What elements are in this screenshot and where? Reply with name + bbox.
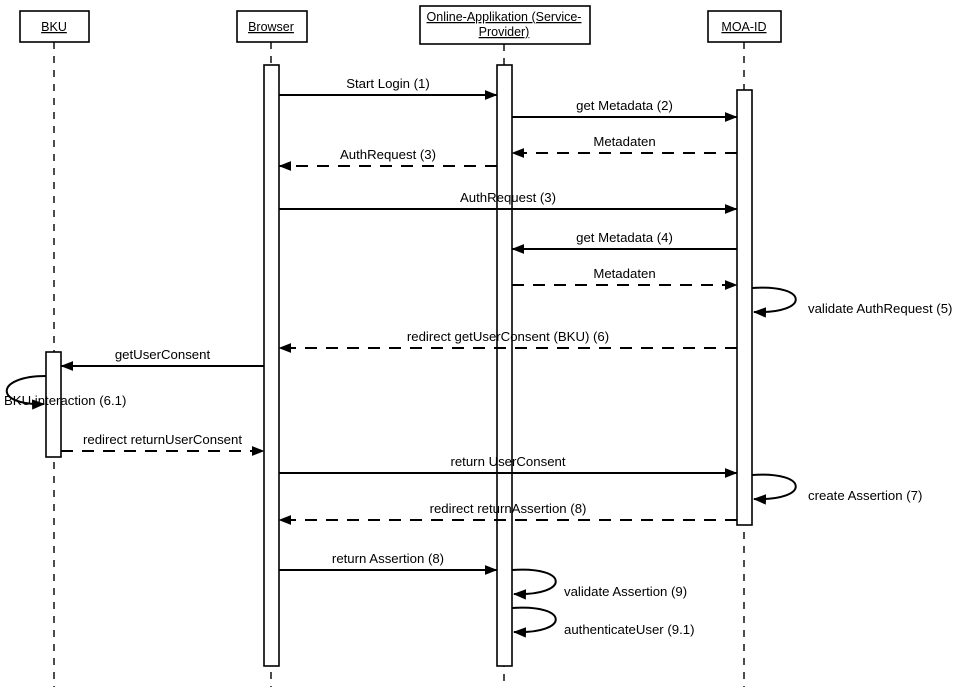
self-loop-arrow-3	[751, 473, 797, 505]
self-message-label-2: BKU interaction (6.1)	[4, 393, 126, 408]
lifeline-label-sp: Online-Applikation (Service-Provider)	[427, 10, 582, 39]
message-label-3: Metadaten	[593, 134, 655, 149]
self-message-label-4: validate Assertion (9)	[564, 584, 687, 599]
message-label-4: AuthRequest (3)	[340, 147, 436, 162]
message-label-8: redirect getUserConsent (BKU) (6)	[407, 329, 609, 344]
message-5[interactable]: AuthRequest (3)	[279, 190, 738, 214]
activation-bar-moaid[interactable]	[736, 89, 753, 526]
activations-layer	[45, 64, 753, 667]
lifeline-label-bku: BKU	[41, 20, 67, 34]
message-2[interactable]: get Metadata (2)	[512, 98, 738, 122]
message-6[interactable]: get Metadata (4)	[511, 230, 737, 254]
message-7[interactable]: Metadaten	[512, 266, 738, 290]
message-label-2: get Metadata (2)	[576, 98, 673, 113]
self-message-label-1: validate AuthRequest (5)	[808, 301, 952, 316]
self-message-label-5: authenticateUser (9.1)	[564, 622, 694, 637]
self-loop-arrow-1	[751, 286, 797, 318]
message-label-11: return UserConsent	[450, 454, 565, 469]
message-label-5: AuthRequest (3)	[460, 190, 556, 205]
lifeline-box-browser[interactable]	[236, 10, 308, 43]
activation-bar-sp[interactable]	[496, 64, 513, 667]
self-loop-arrow-5	[511, 606, 557, 638]
self-loop-arrow-2	[5, 375, 47, 410]
message-12[interactable]: redirect returnAssertion (8)	[278, 501, 737, 525]
message-13[interactable]: return Assertion (8)	[279, 551, 498, 575]
message-label-13: return Assertion (8)	[332, 551, 444, 566]
lifeline-label-moaid: MOA-ID	[721, 20, 766, 34]
lifeline-bku[interactable]: BKU	[19, 10, 90, 687]
message-10[interactable]: redirect returnUserConsent	[61, 432, 265, 456]
message-label-9: getUserConsent	[115, 347, 211, 362]
message-label-10: redirect returnUserConsent	[83, 432, 242, 447]
message-label-1: Start Login (1)	[346, 76, 430, 91]
self-message-1[interactable]: validate AuthRequest (5)	[751, 286, 952, 318]
self-message-5[interactable]: authenticateUser (9.1)	[511, 606, 694, 638]
self-message-3[interactable]: create Assertion (7)	[751, 473, 922, 505]
message-3[interactable]: Metadaten	[511, 134, 737, 158]
self-messages-layer: validate AuthRequest (5) BKU interaction …	[4, 286, 952, 638]
lifeline-label-browser: Browser	[248, 20, 294, 34]
message-label-6: get Metadata (4)	[576, 230, 673, 245]
self-message-label-3: create Assertion (7)	[808, 488, 922, 503]
message-9[interactable]: getUserConsent	[60, 347, 264, 371]
message-label-12: redirect returnAssertion (8)	[430, 501, 587, 516]
lifeline-box-sp[interactable]	[419, 5, 591, 45]
messages-layer: Start Login (1) get Metadata (2) Metadaten…	[60, 76, 738, 575]
self-message-4[interactable]: validate Assertion (9)	[511, 568, 687, 600]
message-8[interactable]: redirect getUserConsent (BKU) (6)	[278, 329, 737, 353]
self-loop-arrow-4	[511, 568, 557, 600]
activation-bar-bku[interactable]	[45, 351, 62, 458]
activation-bar-browser[interactable]	[263, 64, 280, 667]
message-1[interactable]: Start Login (1)	[279, 76, 498, 100]
message-label-7: Metadaten	[593, 266, 655, 281]
message-4[interactable]: AuthRequest (3)	[278, 147, 497, 171]
self-message-2[interactable]: BKU interaction (6.1)	[4, 375, 126, 410]
message-11[interactable]: return UserConsent	[279, 454, 738, 478]
lifeline-box-bku[interactable]	[19, 10, 90, 43]
lifeline-box-moaid[interactable]	[707, 10, 782, 43]
